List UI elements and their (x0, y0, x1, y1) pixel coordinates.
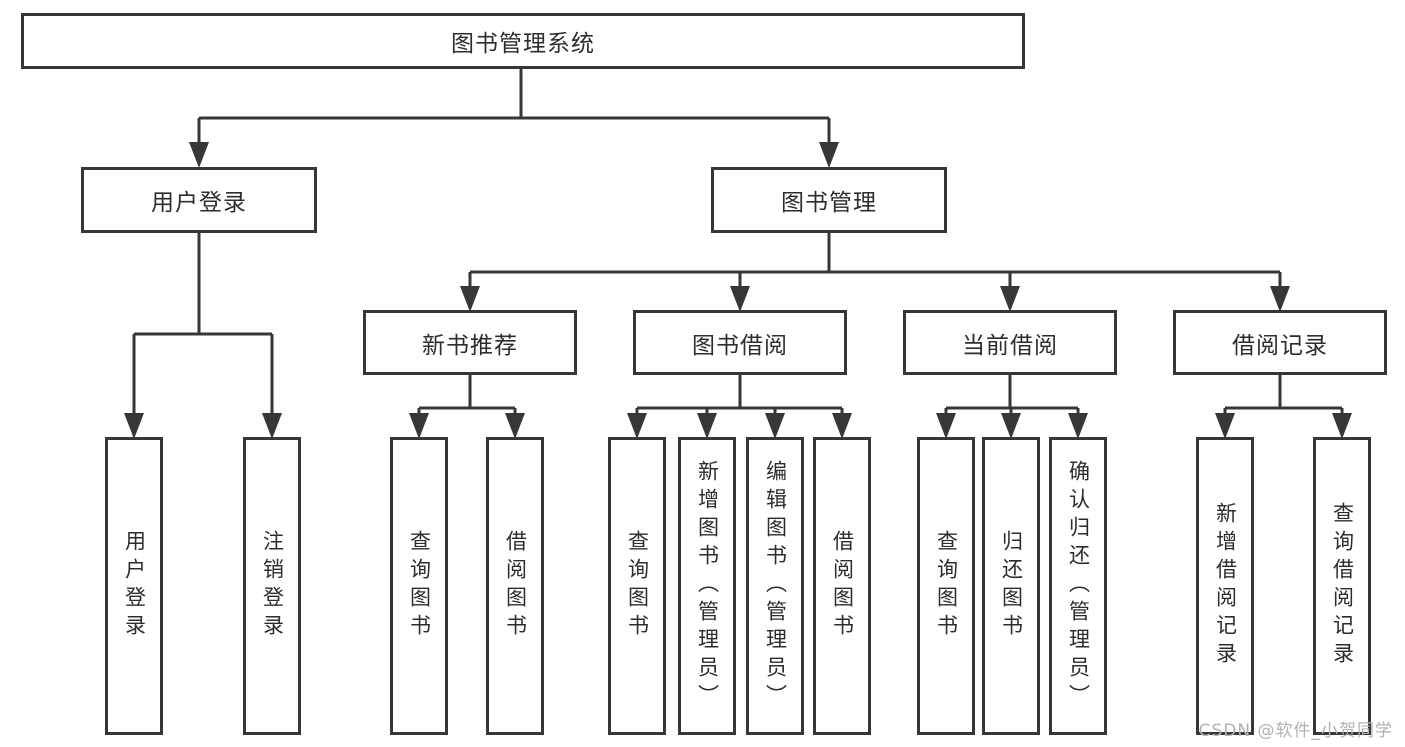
leaf-confirm-return-admin: 确认归还（管理员） (1049, 437, 1107, 735)
node-book-management: 图书管理 (711, 167, 947, 233)
leaf-confirm-return-admin-label: 确认归还（管理员） (1066, 460, 1091, 712)
node-user-login-label: 用户登录 (151, 190, 247, 216)
arrowheads (124, 142, 1352, 439)
leaf-recommend-query-books: 查询图书 (390, 437, 448, 735)
leaf-recommend-borrow-books-label: 借阅图书 (503, 530, 528, 642)
leaf-user-login-label: 用户登录 (122, 530, 147, 642)
node-root: 图书管理系统 (21, 13, 1025, 69)
leaf-add-borrow-record: 新增借阅记录 (1196, 437, 1254, 735)
leaf-edit-books-admin: 编辑图书（管理员） (746, 437, 804, 735)
leaf-logout: 注销登录 (243, 437, 301, 735)
leaf-query-borrow-record-label: 查询借阅记录 (1330, 502, 1355, 670)
leaf-edit-books-admin-label: 编辑图书（管理员） (763, 460, 788, 712)
leaf-add-books-admin-label: 新增图书（管理员） (695, 460, 720, 712)
node-new-book-recommend-label: 新书推荐 (422, 332, 518, 359)
node-user-login: 用户登录 (81, 167, 317, 233)
node-borrow-records-label: 借阅记录 (1232, 332, 1328, 359)
leaf-borrow-books-label: 借阅图书 (830, 530, 855, 642)
leaf-query-borrow-record: 查询借阅记录 (1313, 437, 1371, 735)
leaf-logout-label: 注销登录 (260, 530, 285, 642)
leaf-recommend-query-books-label: 查询图书 (407, 530, 432, 642)
leaf-current-query-books: 查询图书 (917, 437, 975, 735)
leaf-borrow-query-books-label: 查询图书 (625, 530, 650, 642)
leaf-return-books-label: 归还图书 (999, 530, 1024, 642)
leaf-recommend-borrow-books: 借阅图书 (486, 437, 544, 735)
leaf-return-books: 归还图书 (982, 437, 1040, 735)
leaf-add-borrow-record-label: 新增借阅记录 (1213, 502, 1238, 670)
node-book-management-label: 图书管理 (781, 190, 877, 216)
node-current-borrow: 当前借阅 (903, 310, 1117, 375)
node-new-book-recommend: 新书推荐 (363, 310, 577, 375)
node-book-borrow: 图书借阅 (633, 310, 847, 375)
node-root-label: 图书管理系统 (451, 31, 595, 57)
leaf-borrow-books: 借阅图书 (813, 437, 871, 735)
leaf-borrow-query-books: 查询图书 (608, 437, 666, 735)
leaf-current-query-books-label: 查询图书 (934, 530, 959, 642)
leaf-add-books-admin: 新增图书（管理员） (678, 437, 736, 735)
leaf-user-login: 用户登录 (105, 437, 163, 735)
node-book-borrow-label: 图书借阅 (692, 332, 788, 359)
node-current-borrow-label: 当前借阅 (962, 332, 1058, 359)
node-borrow-records: 借阅记录 (1173, 310, 1387, 375)
watermark: CSDN @软件_小贺同学 (1198, 721, 1393, 741)
